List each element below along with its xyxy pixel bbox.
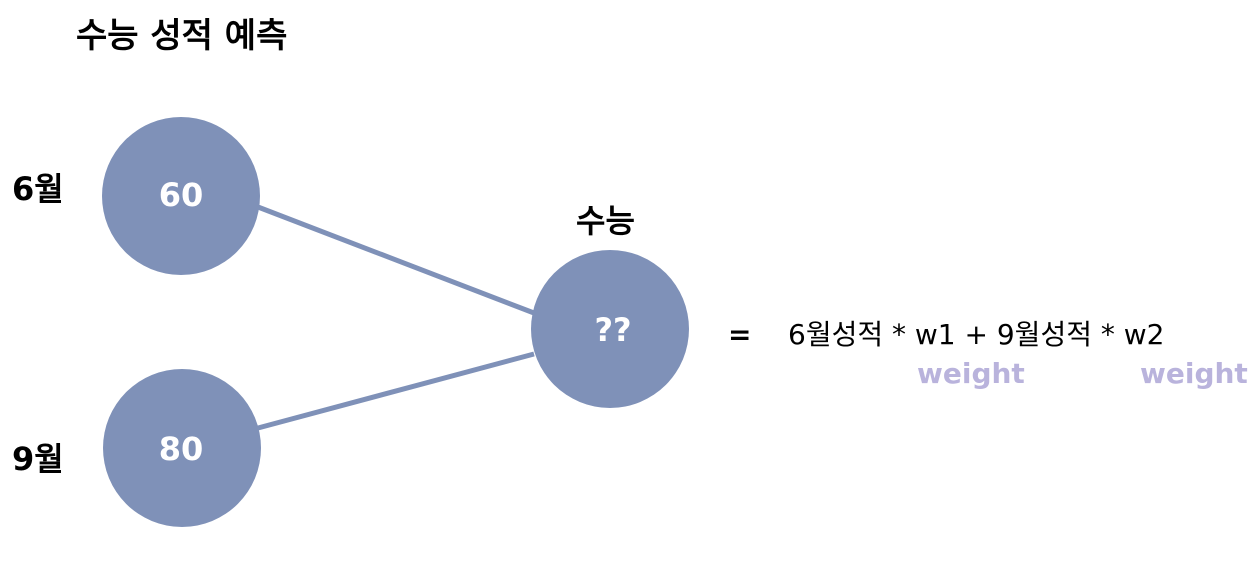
diagram-title: 수능 성적 예측 bbox=[76, 16, 288, 56]
equals-sign: = bbox=[728, 318, 752, 351]
edge-september-to-output bbox=[257, 351, 535, 431]
input-node-september-value: 80 bbox=[159, 430, 204, 468]
input-node-june-value: 60 bbox=[159, 176, 204, 214]
output-node bbox=[531, 250, 689, 408]
output-label: 수능 bbox=[576, 202, 635, 240]
formula-expression: 6월성적 * w1 + 9월성적 * w2 bbox=[788, 318, 1165, 351]
input-label-september: 9월 bbox=[12, 440, 64, 478]
prediction-formula: = 6월성적 * w1 + 9월성적 * w2 bbox=[728, 313, 1164, 353]
weight-label-w2: weight bbox=[1140, 357, 1248, 390]
edge-june-to-output bbox=[257, 204, 535, 316]
output-node-value: ?? bbox=[594, 311, 631, 349]
input-node-september bbox=[103, 369, 261, 527]
weight-label-w1: weight bbox=[917, 357, 1025, 390]
input-label-june: 6월 bbox=[12, 170, 64, 208]
input-node-june bbox=[102, 117, 260, 275]
